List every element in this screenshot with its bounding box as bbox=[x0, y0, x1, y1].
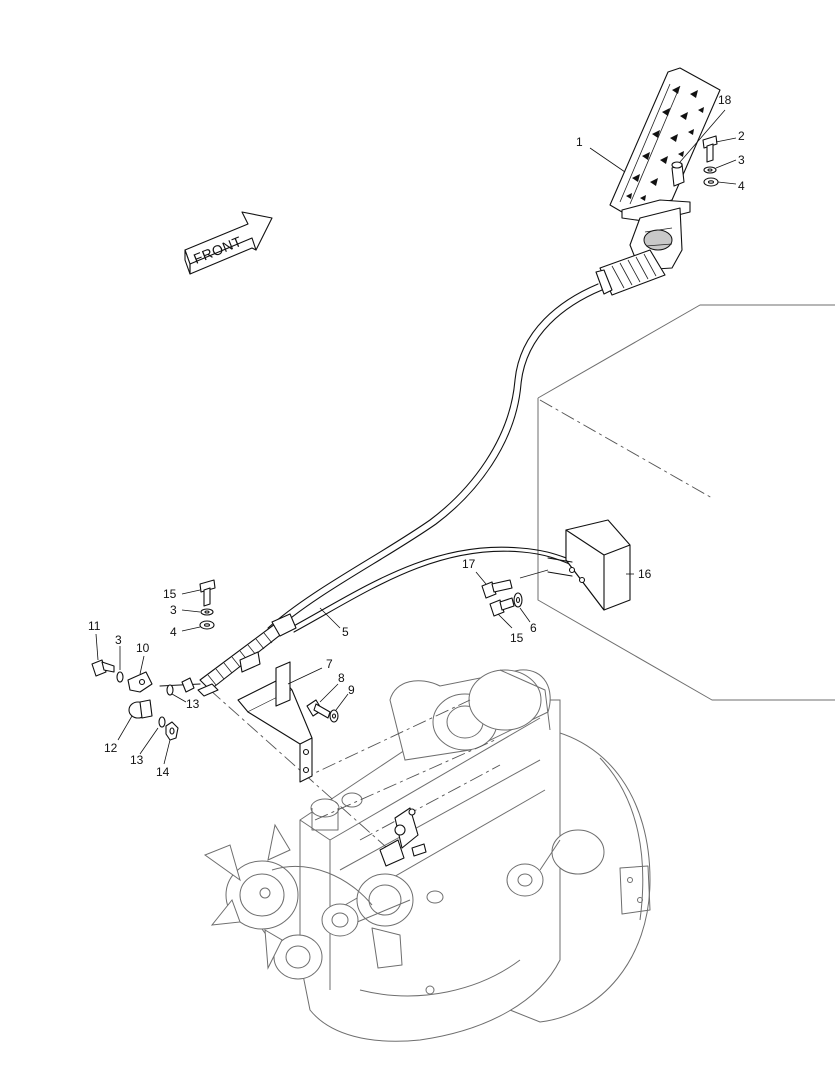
callout-13: 13 bbox=[130, 753, 144, 767]
nut-14 bbox=[165, 721, 179, 741]
lock-washer-3-left bbox=[200, 608, 214, 616]
washer-9 bbox=[329, 709, 339, 723]
bolt-17 bbox=[481, 579, 513, 599]
callout-18: 18 bbox=[718, 93, 732, 107]
bolt-15-left bbox=[199, 579, 216, 607]
callout-17: 17 bbox=[462, 557, 476, 571]
callout-4: 4 bbox=[170, 625, 177, 639]
callout-3: 3 bbox=[115, 633, 122, 647]
cable-support-16 bbox=[519, 519, 631, 611]
callout-4: 4 bbox=[738, 179, 745, 193]
callout-11: 11 bbox=[88, 619, 101, 633]
callout-labels: 1 18 2 3 4 5 15 3 4 11 3 10 13 12 13 14 … bbox=[88, 93, 745, 779]
callout-10: 10 bbox=[136, 641, 150, 655]
ball-joint-12 bbox=[128, 699, 153, 719]
pump-lever bbox=[379, 807, 427, 867]
callout-1: 1 bbox=[576, 135, 583, 149]
callout-3: 3 bbox=[738, 153, 745, 167]
callout-7: 7 bbox=[326, 657, 333, 671]
callout-9: 9 bbox=[348, 683, 355, 697]
washer-6 bbox=[513, 592, 523, 608]
bolt-11 bbox=[91, 659, 115, 677]
washer-4-left bbox=[199, 620, 215, 630]
callout-16: 16 bbox=[638, 567, 652, 581]
callout-12: 12 bbox=[104, 741, 118, 755]
washer-13-upper bbox=[166, 684, 174, 696]
callout-3: 3 bbox=[170, 603, 177, 617]
callout-8: 8 bbox=[338, 671, 345, 685]
washer-3-lower bbox=[116, 671, 124, 683]
front-direction-arrow: FRONT bbox=[184, 211, 273, 275]
cab-outline bbox=[537, 304, 835, 701]
leader-lines bbox=[95, 109, 737, 765]
lever-10 bbox=[127, 671, 153, 693]
callout-2: 2 bbox=[738, 129, 745, 143]
washer-13-lower bbox=[158, 716, 166, 728]
bolt-8 bbox=[306, 699, 331, 719]
bracket-7 bbox=[197, 651, 313, 783]
callout-6: 6 bbox=[530, 621, 537, 635]
bolt-2 bbox=[702, 135, 718, 163]
pedal-grip-pattern bbox=[626, 86, 704, 201]
washer-4-top bbox=[703, 177, 719, 187]
callout-5: 5 bbox=[342, 625, 349, 639]
lock-washer-3-top bbox=[703, 166, 717, 174]
callout-13: 13 bbox=[186, 697, 200, 711]
linkage-centerlines bbox=[209, 689, 501, 856]
callout-15: 15 bbox=[163, 587, 177, 601]
callout-14: 14 bbox=[156, 765, 170, 779]
callout-15: 15 bbox=[510, 631, 524, 645]
bolt-15-right bbox=[489, 597, 515, 617]
engine-assembly bbox=[203, 669, 651, 1042]
accelerator-pedal bbox=[595, 67, 721, 296]
